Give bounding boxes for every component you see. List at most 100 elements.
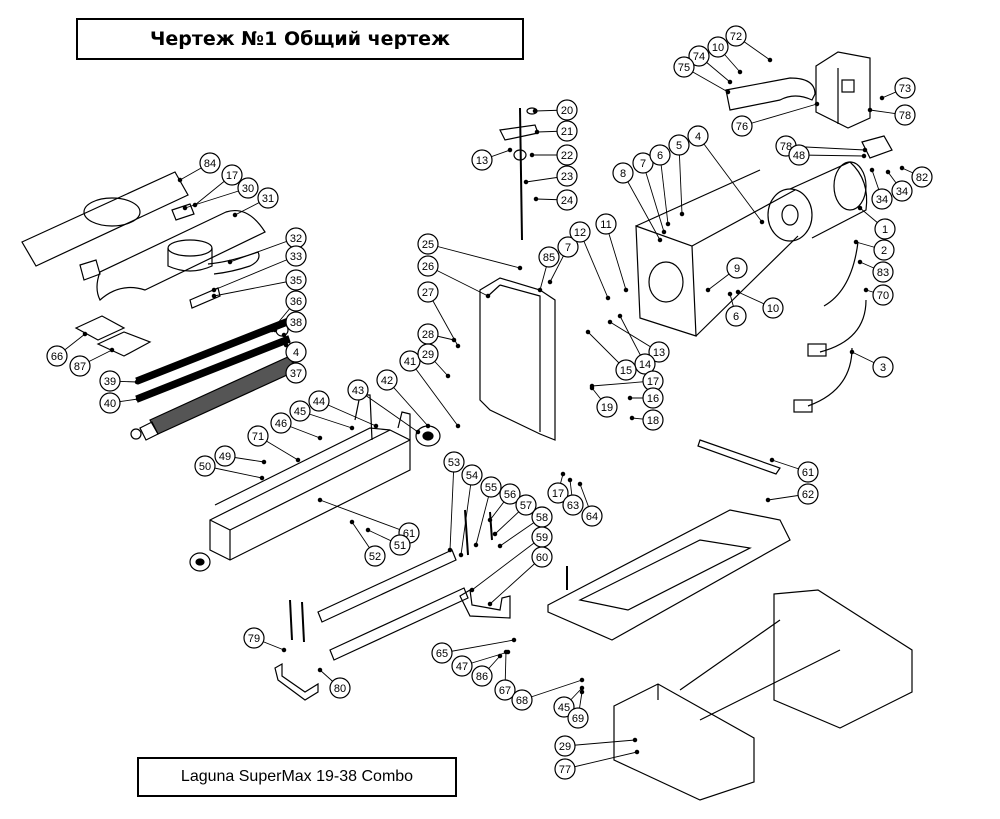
callout-number: 1 — [882, 224, 888, 236]
callout-number: 86 — [476, 671, 488, 683]
callout-circle — [199, 152, 221, 174]
part-callout: 26 — [417, 255, 439, 277]
leader-line — [659, 154, 669, 225]
callout-number: 15 — [620, 365, 632, 377]
part-callout: 55 — [480, 476, 502, 498]
callout-number: 82 — [916, 172, 928, 184]
part-callout: 27 — [417, 281, 439, 303]
callout-circle — [471, 665, 493, 687]
callout-circle — [99, 370, 121, 392]
leader-line — [605, 223, 627, 291]
leader-dot — [109, 347, 115, 353]
callout-circle — [911, 166, 933, 188]
callout-number: 61 — [802, 467, 814, 479]
leader-dot — [317, 497, 323, 503]
base-frame — [547, 439, 791, 641]
leader-line — [229, 237, 297, 263]
callout-circle — [554, 758, 576, 780]
leader-dot — [281, 332, 287, 338]
leader-dot — [632, 737, 638, 743]
callout-number: 80 — [334, 683, 346, 695]
callout-circle — [668, 134, 690, 156]
leader-dot — [529, 152, 535, 158]
part-callout: 62 — [797, 483, 819, 505]
part-callout: 49 — [214, 445, 236, 467]
leader-dot — [861, 153, 867, 159]
part-callout: 45 — [289, 400, 311, 422]
callout-number: 44 — [313, 396, 325, 408]
leader-dot — [735, 289, 741, 295]
leader-dot — [727, 291, 733, 297]
part-callout: 20 — [556, 99, 578, 121]
callout-number: 60 — [536, 552, 548, 564]
callout-number: 3 — [880, 362, 886, 374]
callout-circle — [707, 36, 729, 58]
leader-line — [357, 389, 419, 433]
leader-dot — [497, 653, 503, 659]
leader-dot — [857, 259, 863, 265]
callout-circle — [538, 246, 560, 268]
part-callout: 65 — [431, 642, 453, 664]
part-callout: 52 — [364, 545, 386, 567]
leader-dot — [497, 543, 503, 549]
leader-dot — [589, 385, 595, 391]
leader-dot — [211, 293, 217, 299]
callout-circle — [562, 494, 584, 516]
callout-circle — [214, 445, 236, 467]
callout-number: 62 — [802, 489, 814, 501]
knife-strips — [135, 317, 291, 403]
leader-dot — [135, 396, 141, 402]
switch-plate — [861, 135, 893, 159]
leader-dot — [725, 89, 731, 95]
callout-circle — [556, 99, 578, 121]
part-callout: 33 — [285, 245, 307, 267]
callout-number: 34 — [896, 186, 908, 198]
part-callout: 45 — [553, 696, 575, 718]
leader-dot — [82, 331, 88, 337]
callout-circle — [894, 104, 916, 126]
callout-number: 13 — [476, 155, 488, 167]
callout-number: 39 — [104, 376, 116, 388]
callout-number: 55 — [485, 482, 497, 494]
leader-line — [642, 162, 665, 233]
callout-number: 74 — [693, 51, 705, 63]
part-callout: 16 — [642, 387, 664, 409]
leader-dot — [737, 69, 743, 75]
leader-line — [564, 751, 638, 770]
part-callout: 72 — [725, 25, 747, 47]
callout-number: 30 — [242, 183, 254, 195]
leader-dot — [232, 212, 238, 218]
callout-circle — [615, 359, 637, 381]
callout-number: 31 — [262, 193, 274, 205]
callout-number: 21 — [561, 126, 573, 138]
callout-number: 46 — [275, 418, 287, 430]
part-callout: 53 — [443, 451, 465, 473]
part-callout: 78 — [894, 104, 916, 126]
part-callout: 31 — [257, 187, 279, 209]
leader-dot — [862, 147, 868, 153]
part-callout: 18 — [642, 409, 664, 431]
callout-number: 38 — [290, 317, 302, 329]
part-callout: 12 — [569, 221, 591, 243]
leader-line — [460, 474, 473, 556]
callout-circle — [515, 494, 537, 516]
part-callout: 80 — [329, 677, 351, 699]
part-callout: 42 — [376, 369, 398, 391]
callout-circle — [480, 476, 502, 498]
part-callout: 85 — [538, 246, 560, 268]
callout-circle — [285, 290, 307, 312]
callout-circle — [247, 425, 269, 447]
leader-line — [184, 187, 249, 209]
callout-circle — [399, 350, 421, 372]
callout-number: 37 — [290, 368, 302, 380]
leader-line — [409, 360, 459, 427]
callout-number: 24 — [561, 195, 573, 207]
callout-circle — [553, 696, 575, 718]
part-callout: 58 — [531, 506, 553, 528]
callout-number: 71 — [252, 431, 264, 443]
leader-dot — [623, 287, 629, 293]
leader-dot — [605, 295, 611, 301]
leader-dot — [211, 287, 217, 293]
callout-number: 6 — [733, 311, 739, 323]
callout-circle — [874, 218, 896, 240]
